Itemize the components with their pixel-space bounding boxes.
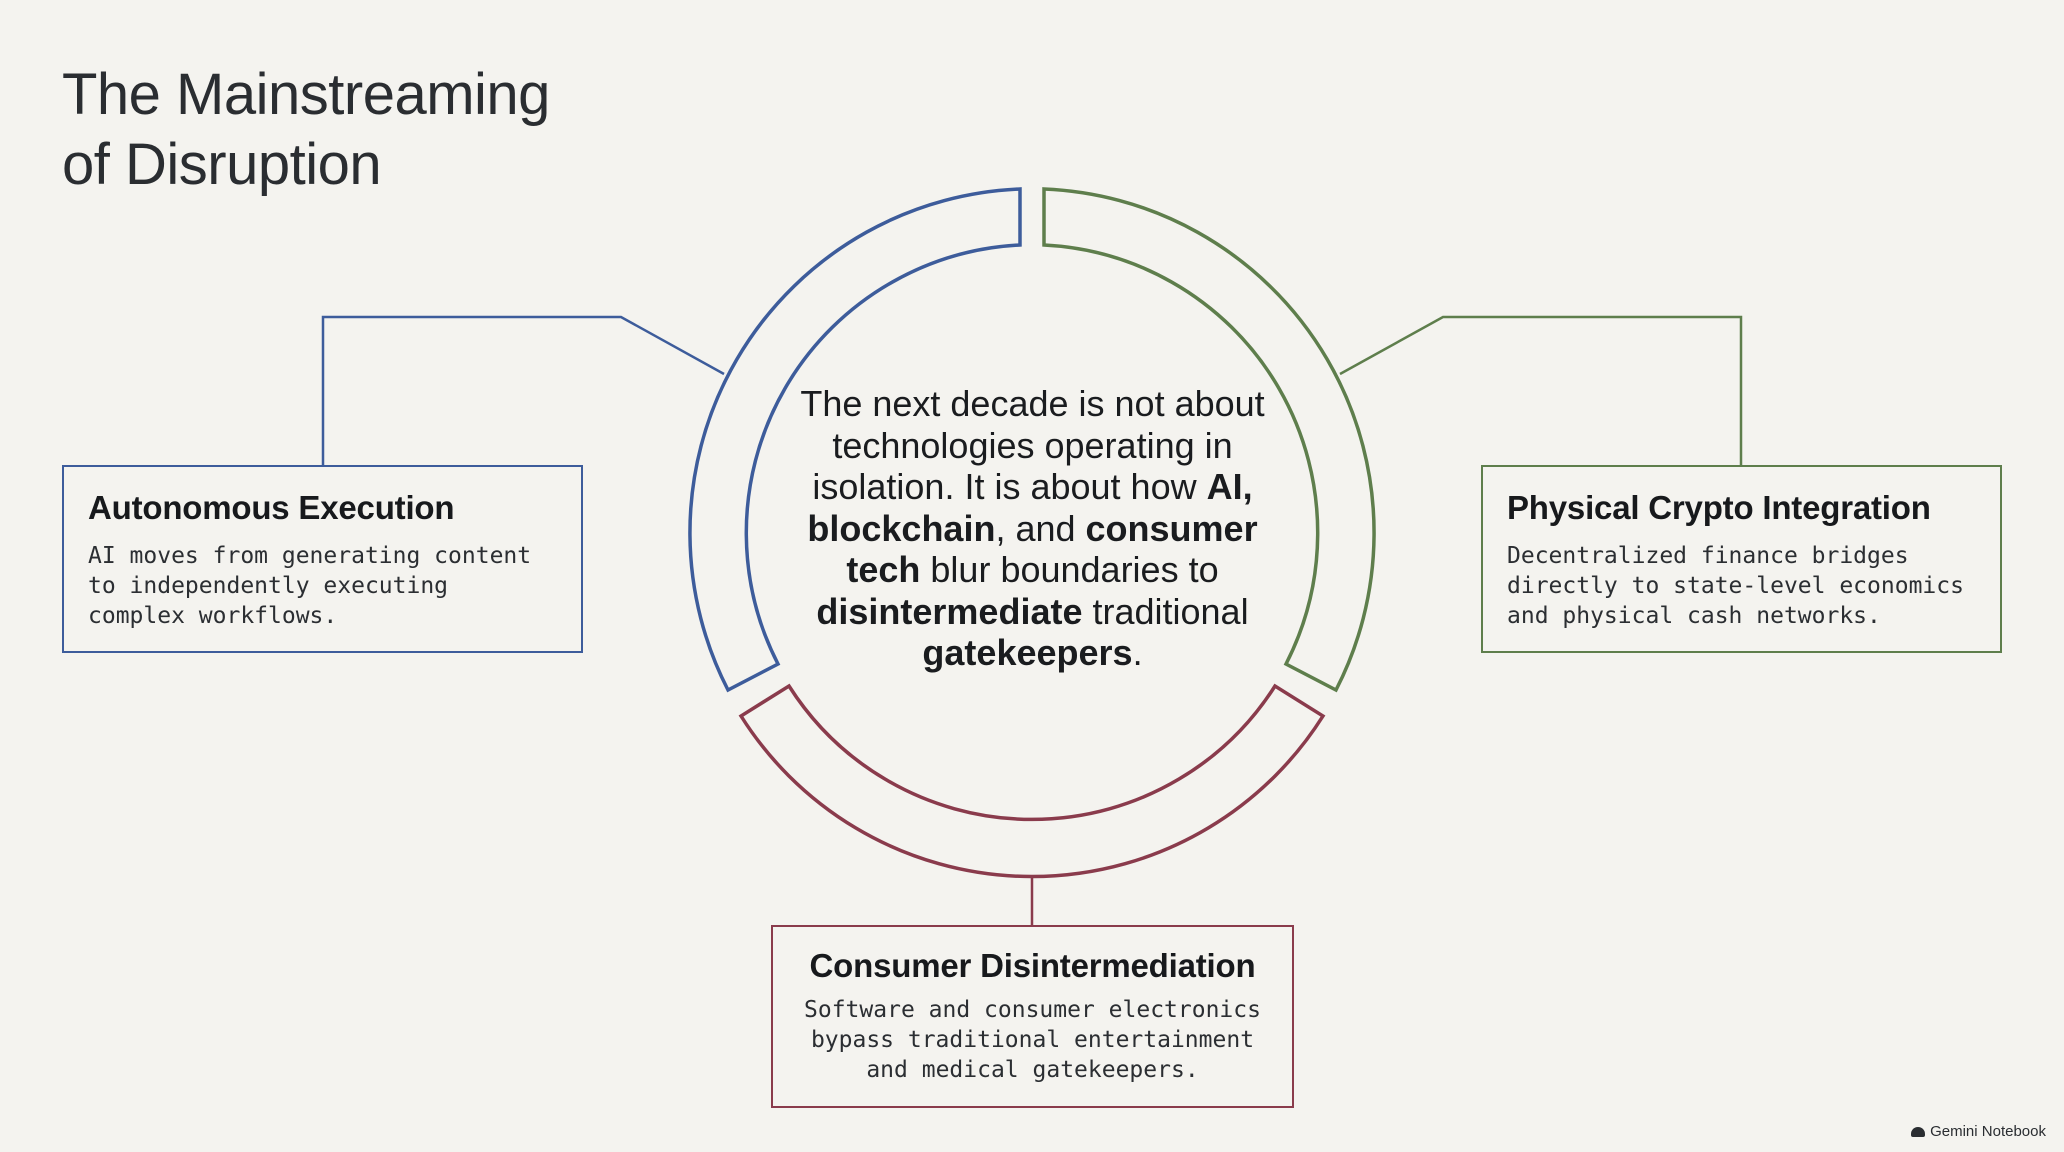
connector-right (1339, 315, 1743, 465)
ring-segment-blockchain (1042, 187, 1376, 693)
page-title: The Mainstreaming of Disruption (62, 60, 550, 200)
card-autonomous-execution: Autonomous Execution AI moves from gener… (62, 465, 583, 653)
card-consumer-disintermediation: Consumer Disintermediation Software and … (771, 925, 1294, 1108)
card-description: AI moves from generating content to inde… (88, 543, 532, 629)
card-physical-crypto-integration: Physical Crypto Integration Decentralize… (1481, 465, 2002, 653)
statement-emphasis: consumer tech (846, 507, 1258, 591)
statement-text: The next decade is not about technologie… (800, 383, 1265, 507)
ring-segment-ai (688, 187, 1022, 693)
brand-watermark: Gemini Notebook (1911, 1123, 2046, 1140)
card-title: Physical Crypto Integration (1507, 489, 1931, 526)
card-title: Autonomous Execution (88, 489, 455, 526)
title-line-1: The Mainstreaming (62, 62, 550, 127)
title-line-2: of Disruption (62, 132, 382, 197)
card-description: Software and consumer electronics bypass… (804, 997, 1261, 1083)
statement-emphasis: disintermediate (816, 590, 1083, 632)
statement-text: , and (995, 507, 1086, 549)
connector-left (321, 315, 725, 465)
card-description: Decentralized finance bridges directly t… (1507, 543, 1964, 629)
notebook-logo-icon (1911, 1126, 1926, 1137)
statement-text: blur boundaries to (920, 549, 1219, 590)
ring-segment-consumer (738, 683, 1326, 879)
statement-emphasis: gatekeepers (922, 632, 1133, 673)
statement-text: . (1132, 632, 1143, 673)
card-title: Consumer Disintermediation (809, 947, 1256, 984)
center-statement: The next decade is not about technologie… (780, 383, 1285, 674)
brand-label: Gemini Notebook (1930, 1123, 2046, 1140)
statement-text: traditional (1082, 590, 1249, 632)
statement-emphasis: AI, blockchain (807, 466, 1253, 549)
